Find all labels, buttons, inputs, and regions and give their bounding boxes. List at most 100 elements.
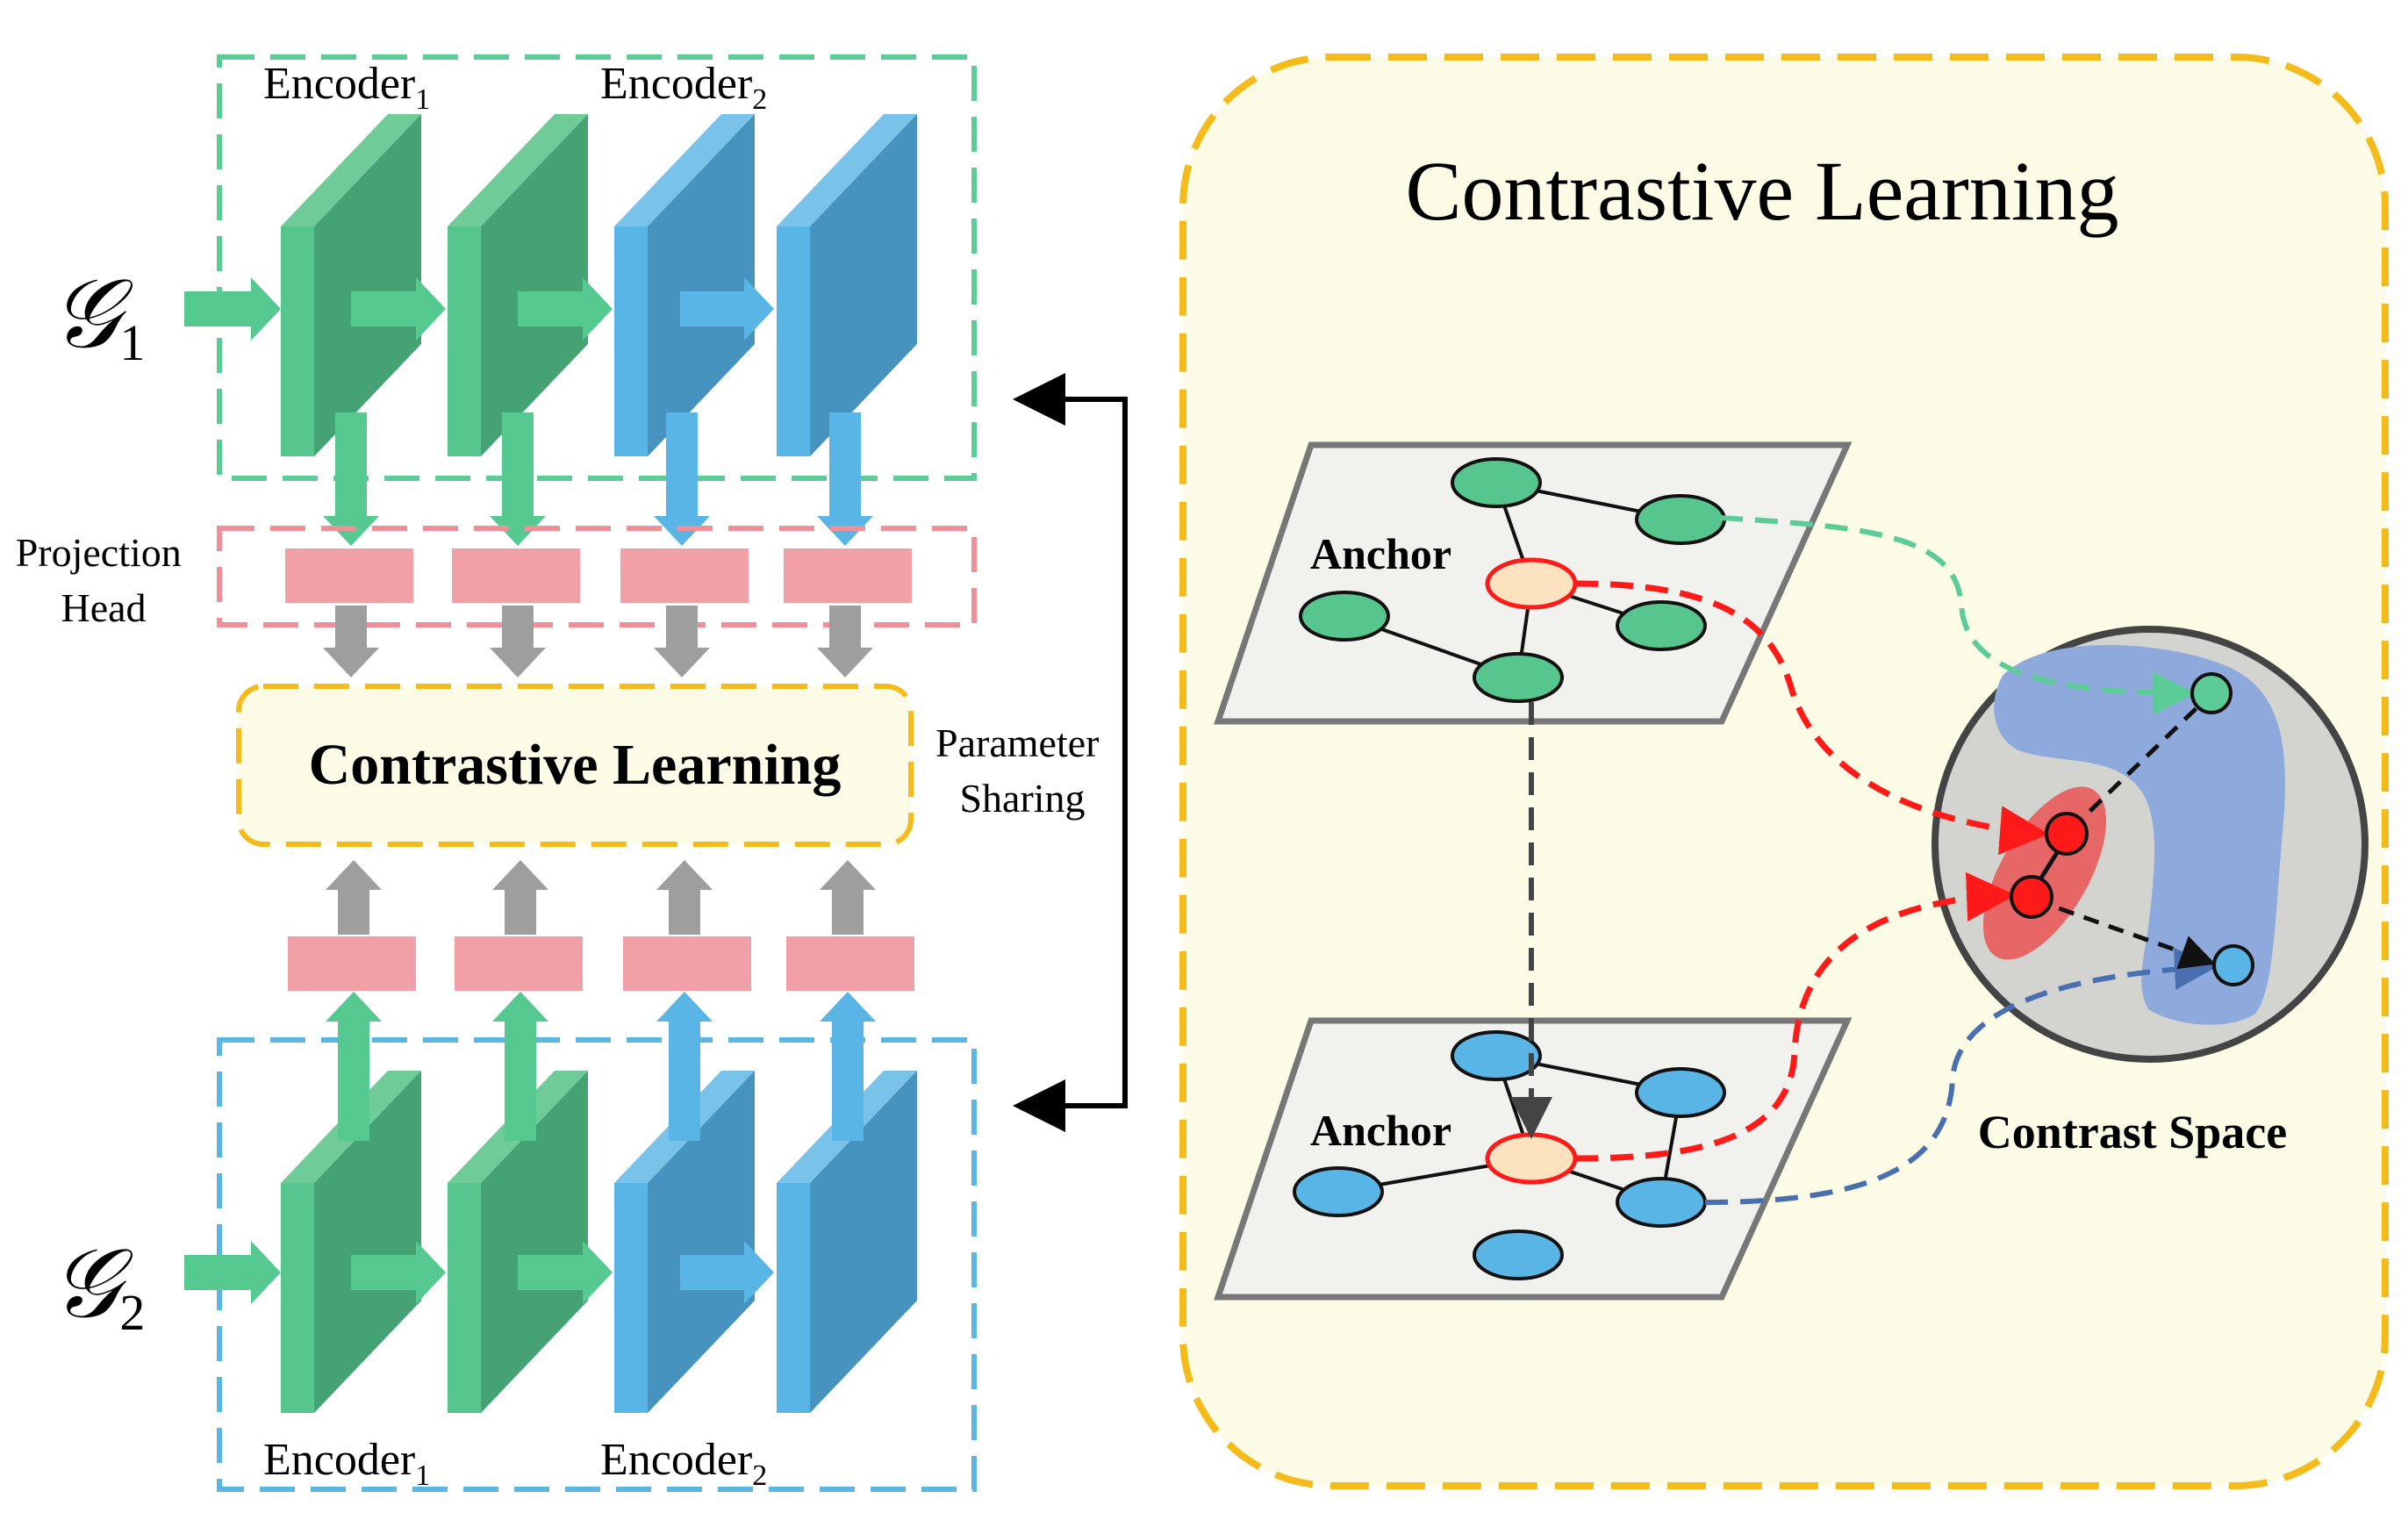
flow-arrow-bottom-2 [518, 1241, 613, 1304]
encoder-slab-top-4-top-face [777, 114, 917, 226]
encoder2-top-label: Encoder2 [600, 59, 767, 116]
anchor-pair-link [2038, 850, 2060, 881]
parameter-sharing-label: Parameter Sharing [935, 720, 1109, 821]
graph-bottom-node-1 [1451, 1030, 1542, 1081]
contrast-space-label: Contrast Space [1978, 1106, 2287, 1158]
encoder-to-projection-arrow-top-1 [323, 412, 379, 546]
graph-bottom [1293, 1030, 1726, 1280]
graph-bottom-node-4 [1293, 1166, 1384, 1217]
flow-arrow-top-3 [680, 277, 774, 341]
encoder-slab-top-1-front-face [314, 114, 421, 456]
graph-bottom-anchor-node [1485, 1132, 1578, 1185]
encoder-slab-bottom-3-front-face [648, 1071, 755, 1413]
gray-arrow-down-1 [323, 606, 379, 677]
anchor-bottom-label: Anchor [1310, 1106, 1451, 1155]
graph-top [1299, 457, 1726, 703]
graph-top-node-2 [1635, 494, 1726, 545]
projection-bar-bottom-2 [455, 936, 583, 991]
gray-arrow-up-2 [492, 860, 548, 935]
encoder-slab-top-4-side-face [777, 226, 810, 456]
projection-bar-bottom-3 [623, 936, 751, 991]
encoder-to-projection-arrow-bottom-2 [492, 992, 548, 1141]
encoder-group-top-frame [217, 54, 977, 481]
anchor-embedding-2 [2010, 875, 2053, 919]
encoder-group-bottom-frame [217, 1037, 977, 1492]
blue-cluster [1994, 645, 2285, 1025]
encoder-blocks-top [184, 114, 917, 546]
encoder-to-projection-arrow-bottom-1 [326, 992, 382, 1141]
projection-bar-top-2 [452, 548, 580, 603]
gray-arrows [323, 606, 876, 935]
encoder-slab-bottom-1-side-face [281, 1183, 314, 1413]
encoder-slab-top-4-front-face [810, 114, 917, 456]
encoder-to-projection-arrow-top-4 [817, 412, 873, 546]
input-arrow-bottom [184, 1241, 281, 1304]
projection-bar-bottom-4 [786, 936, 914, 991]
contrastive-learning-box [236, 684, 914, 847]
encoder-slab-top-1-top-face [281, 114, 421, 226]
gray-arrow-down-4 [817, 606, 873, 677]
dash-anchor-to-positive-top [2069, 705, 2200, 831]
projection-head-label: Projection Head [16, 530, 192, 630]
projection-bar-top-1 [285, 548, 413, 603]
dash-green-to-space [1719, 515, 2196, 714]
encoder-slab-top-3-side-face [614, 226, 648, 456]
graph-top-node-4 [1299, 591, 1390, 642]
input-arrow-top [184, 277, 281, 341]
dash-red-bottom-to-space [1574, 871, 2016, 1162]
flow-arrow-bottom-3 [680, 1241, 774, 1304]
flow-arrow-bottom-1 [351, 1241, 446, 1304]
connector-lines [1510, 515, 2217, 1205]
encoder-slab-bottom-1-front-face [314, 1071, 421, 1413]
encoder-slab-bottom-2-side-face [448, 1183, 481, 1413]
contrastive-learning-box-label: Contrastive Learning [309, 733, 842, 797]
encoder-slab-top-2-front-face [481, 114, 588, 456]
g2-label: 𝒢2 [51, 1230, 145, 1341]
graph-bottom-node-6 [1473, 1229, 1564, 1280]
projection-bar-top-3 [620, 548, 749, 603]
gray-arrow-up-1 [326, 860, 382, 935]
encoder-to-projection-arrow-top-2 [490, 412, 546, 546]
projection-bar-top-4 [784, 548, 912, 603]
encoder-slab-bottom-3-side-face [614, 1183, 648, 1413]
gray-arrow-down-2 [490, 606, 546, 677]
graph-top-node-6 [1473, 652, 1564, 703]
panel-title: Contrastive Learning [1405, 144, 2118, 238]
projection-head-top-frame [217, 526, 977, 627]
encoder-to-projection-arrow-top-3 [654, 412, 710, 546]
flow-arrow-top-2 [518, 277, 613, 341]
g1-label: 𝒢1 [51, 261, 145, 371]
gray-arrow-up-3 [656, 860, 713, 935]
anchor-top-label: Anchor [1310, 529, 1451, 578]
anchor-embedding-1 [2045, 812, 2089, 856]
graph-bottom-node-5 [1616, 1177, 1707, 1228]
projection-bar-bottom-1 [288, 936, 416, 991]
encoder-blocks-bottom [184, 992, 917, 1413]
encoder-to-projection-arrow-bottom-3 [656, 992, 713, 1141]
encoder-to-projection-arrow-bottom-4 [820, 992, 876, 1141]
gray-arrow-up-4 [820, 860, 876, 935]
graph-top-node-5 [1616, 600, 1707, 651]
dash-red-top-to-space [1574, 580, 2049, 856]
encoder-slab-bottom-4-side-face [777, 1183, 810, 1413]
gray-arrow-down-3 [654, 606, 710, 677]
flow-arrow-top-1 [351, 277, 446, 341]
graph-top-node-1 [1451, 457, 1542, 508]
encoder-slab-top-2-top-face [448, 114, 588, 226]
projection-bars-bottom [288, 936, 914, 991]
encoder2-bottom-label: Encoder2 [600, 1435, 767, 1492]
graph-bottom-node-2 [1635, 1067, 1726, 1118]
encoder1-bottom-label: Encoder1 [263, 1435, 430, 1492]
encoder-slab-top-3-front-face [648, 114, 755, 456]
encoder1-top-label: Encoder1 [263, 59, 430, 116]
encoder-slab-top-3-top-face [614, 114, 755, 226]
dash-anchor-to-positive-bottom [2033, 897, 2216, 970]
encoder-slab-bottom-2-front-face [481, 1071, 588, 1413]
projection-bars-top [285, 548, 912, 603]
encoder-slab-top-2-side-face [448, 226, 481, 456]
positive-point-top [2190, 672, 2232, 714]
positive-point-bottom [2212, 944, 2254, 986]
encoder-slab-bottom-4-front-face [810, 1071, 917, 1413]
graph-top-anchor-node [1485, 557, 1578, 610]
